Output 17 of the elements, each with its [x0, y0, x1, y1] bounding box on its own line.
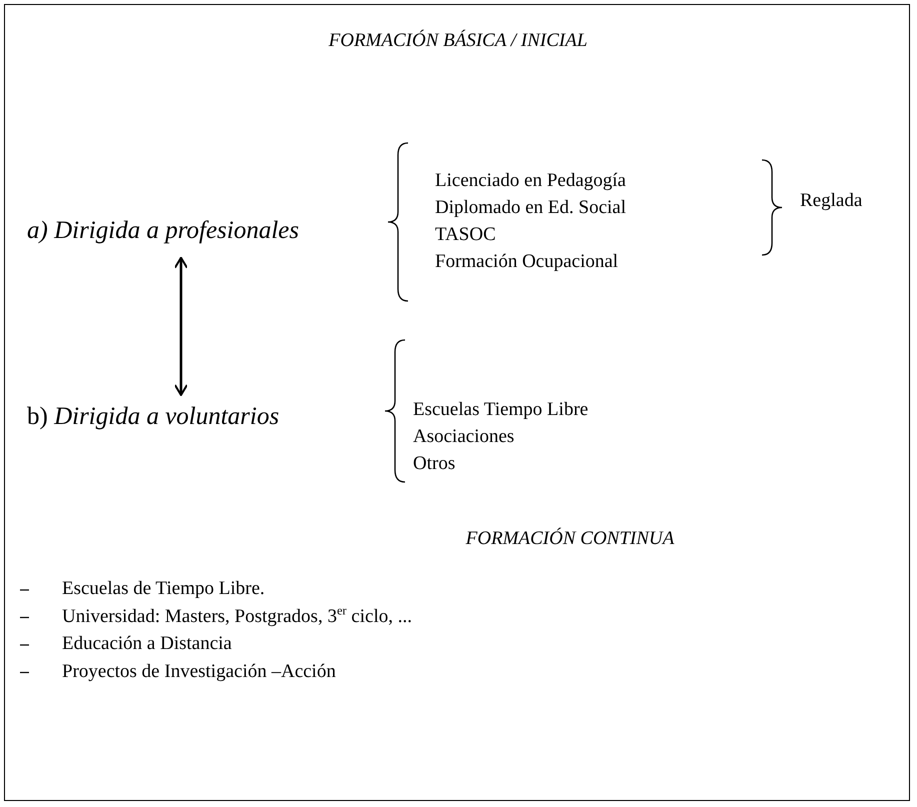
- list-item: Proyectos de Investigación –Acción: [62, 660, 336, 682]
- heading-text: b) Dirigida a voluntarios: [27, 403, 280, 432]
- list-item: TASOC: [435, 224, 496, 246]
- list-item: Otros: [413, 453, 456, 475]
- list-item: Asociaciones: [413, 426, 514, 448]
- heading-text: a) Dirigida a profesionales: [27, 217, 299, 246]
- double-arrow: [174, 256, 188, 396]
- title: FORMACIÓN BÁSICA / INICIAL: [328, 30, 588, 52]
- list-item: Diplomado en Ed. Social: [435, 197, 626, 219]
- list-item: Escuelas Tiempo Libre: [413, 399, 588, 421]
- list-item: Formación Ocupacional: [435, 251, 618, 273]
- section-heading: FORMACIÓN CONTINUA: [466, 528, 674, 550]
- list-item: Educación a Distancia: [62, 633, 232, 655]
- list-item: Escuelas de Tiempo Libre.: [62, 578, 265, 600]
- list-item: Licenciado en Pedagogía: [435, 170, 626, 192]
- list-item: Universidad: Masters, Postgrados, 3$^{er}$ ciclo, ...: [62, 606, 412, 628]
- category-label: Reglada: [800, 190, 862, 212]
